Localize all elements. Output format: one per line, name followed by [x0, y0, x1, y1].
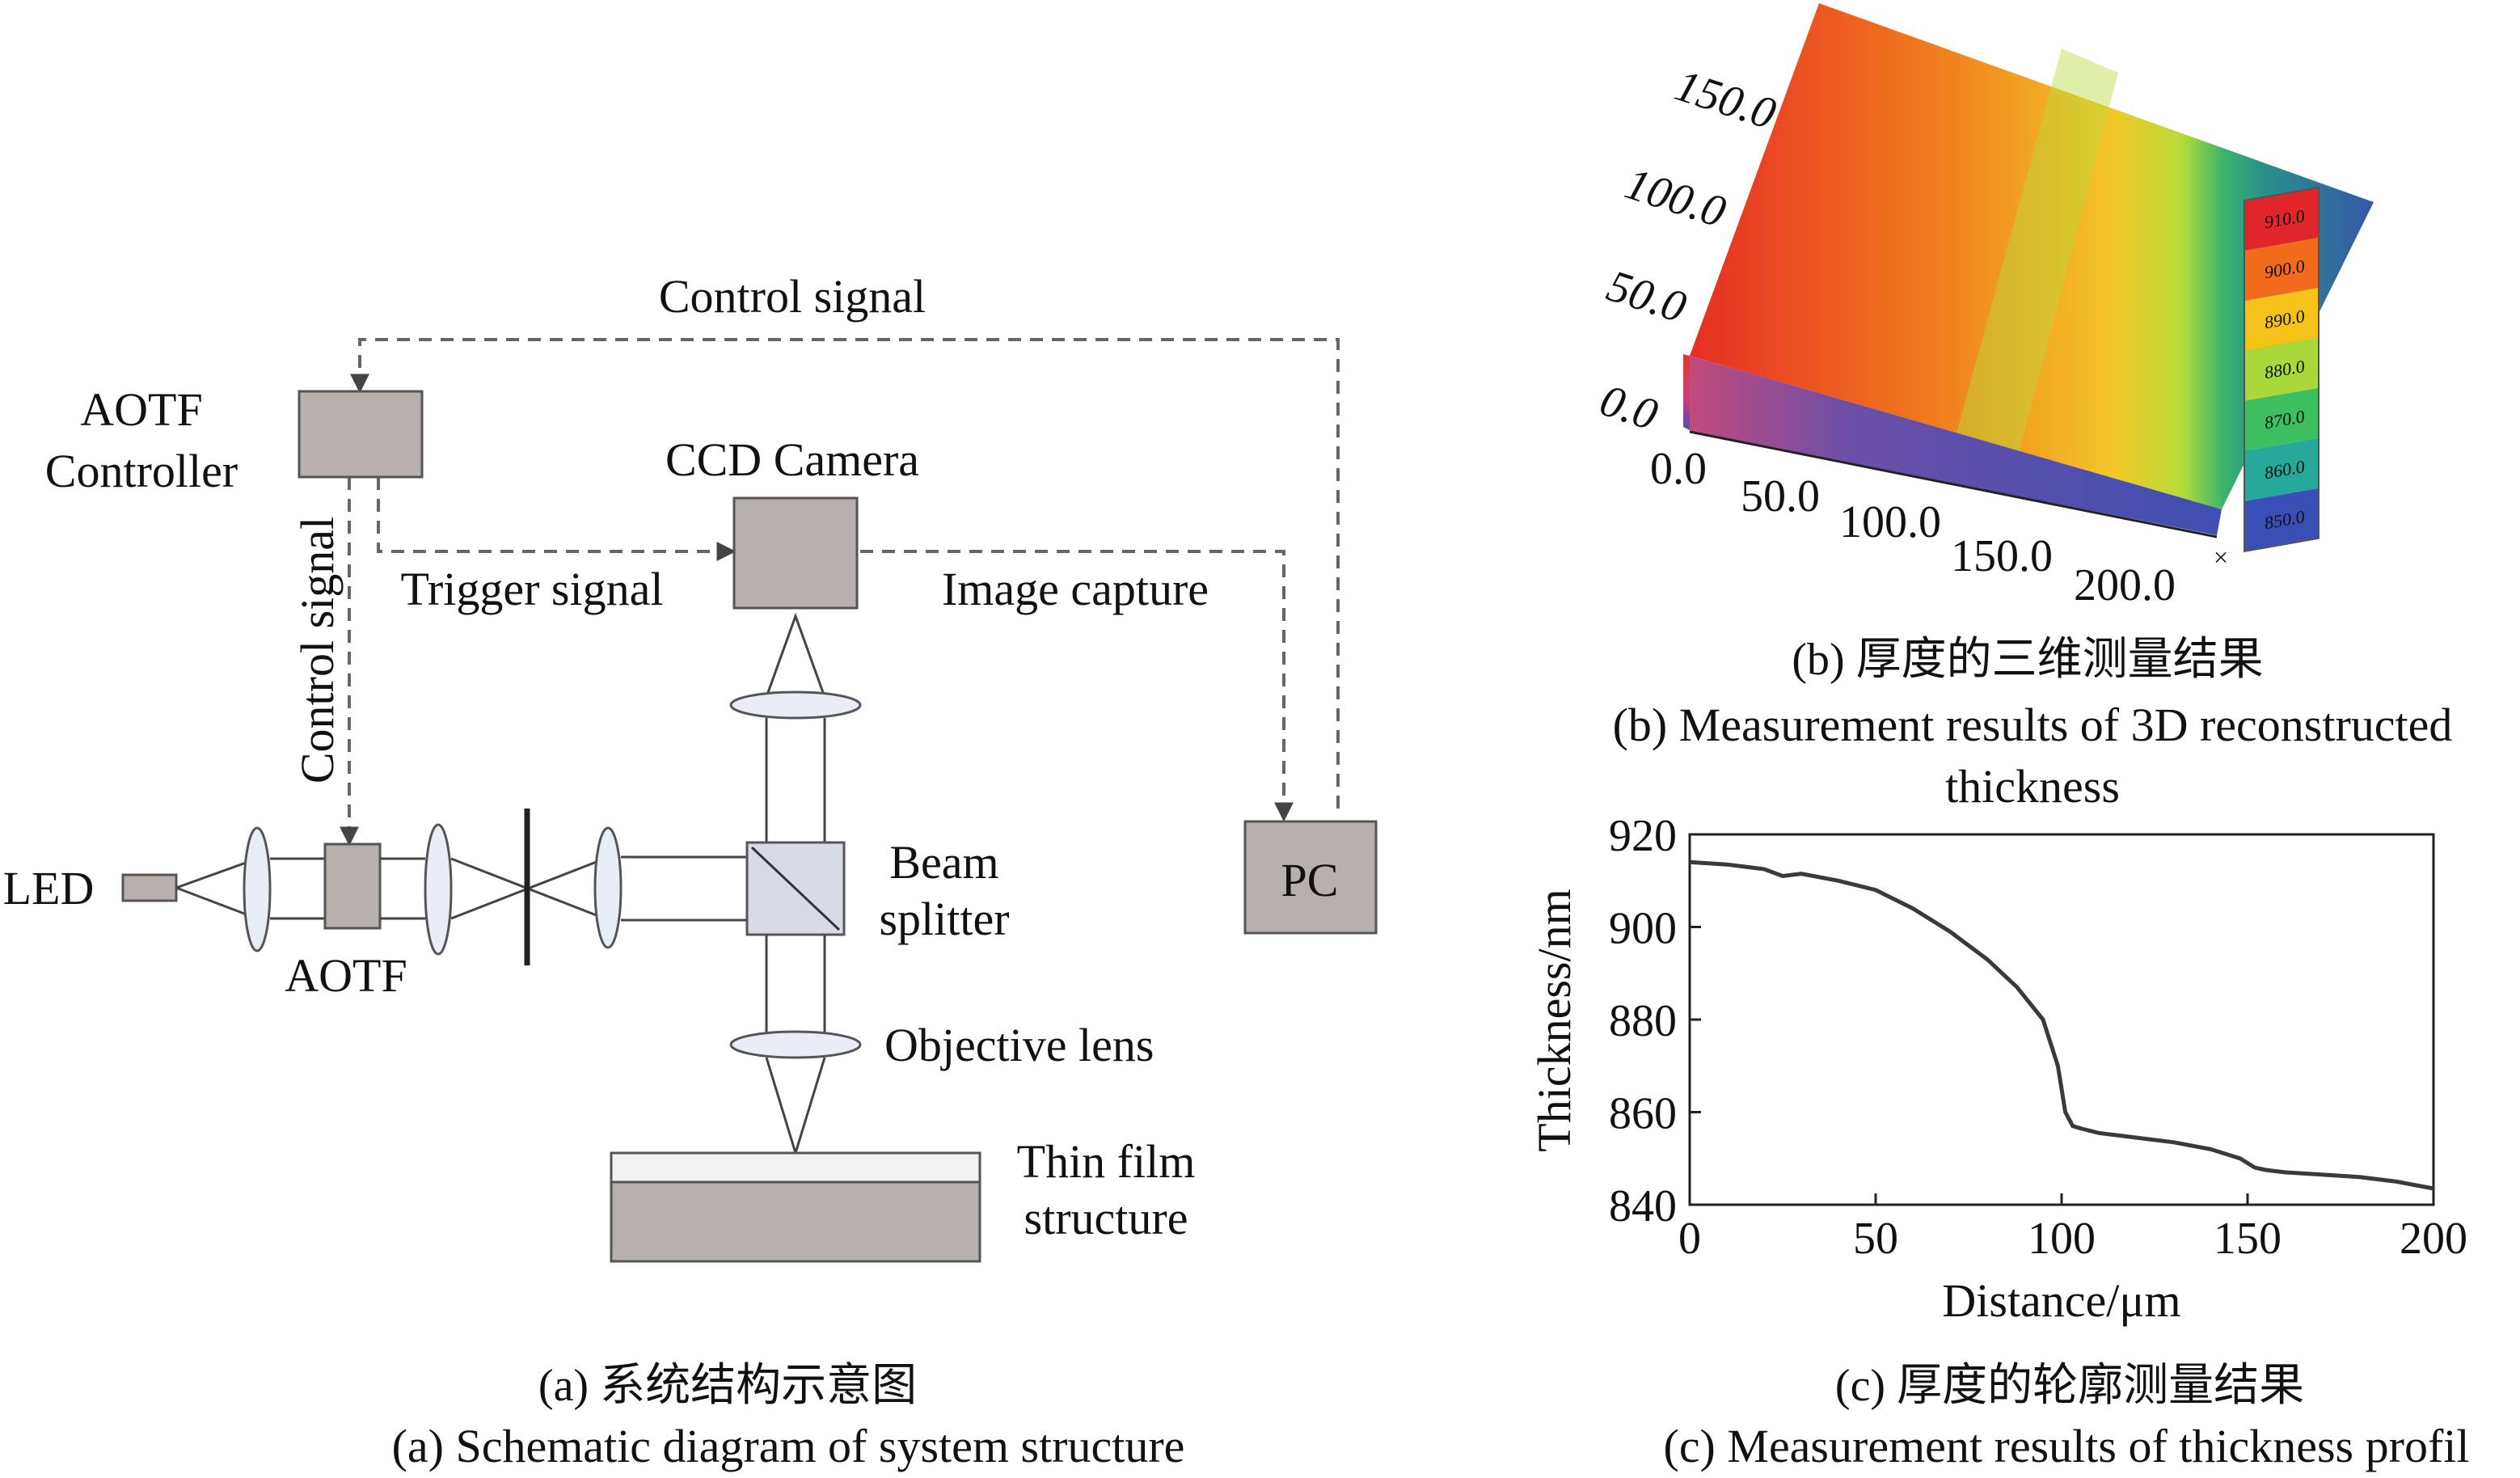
y-tick-label: 900 [1609, 904, 1677, 954]
surface-y-tick: 0.0 [1594, 375, 1664, 441]
control-signal-side-label: Control signal [291, 517, 344, 783]
lens-2 [424, 823, 453, 956]
colorbar-segment [2244, 488, 2319, 551]
ccd-camera-box [732, 496, 859, 610]
objective-lens-label: Objective lens [884, 1019, 1154, 1071]
x-tick-label: 50 [1853, 1214, 1898, 1264]
x-tick-label: 200 [2400, 1214, 2467, 1264]
surface-top [1690, 3, 2374, 509]
image-capture-label: Image capture [942, 563, 1209, 615]
thickness-profile-line [1689, 859, 2434, 1191]
surface-step-edge [1947, 49, 2118, 488]
profile-x-axis-label: Distance/μm [1942, 1274, 2180, 1327]
pc-label: PC [1281, 854, 1339, 906]
aotf-controller-label-line2: Controller [45, 445, 238, 497]
objective-focus-cone [765, 1057, 826, 1158]
surface-y-tick: 150.0 [1669, 60, 1782, 139]
surface-x-axis-ticks: 0.0 50.0 100.0 150.0 200.0 [1650, 444, 2176, 610]
lens-3 [593, 826, 623, 949]
colorbar-segment [2244, 337, 2319, 401]
thin-film-label-line1: Thin film [1017, 1135, 1196, 1188]
led-box [121, 873, 178, 902]
y-tick-label: 920 [1609, 811, 1677, 861]
ccd-camera-label: CCD Camera [665, 433, 919, 486]
aotf-label: AOTF [285, 949, 407, 1002]
schematic-caption-cn: (a) 系统结构示意图 [538, 1361, 917, 1411]
aotf-box [323, 842, 382, 930]
control-signal-top-label: Control signal [659, 270, 926, 323]
upper-lens [729, 690, 862, 720]
y-tick-label: 860 [1609, 1089, 1677, 1139]
axis-cross-mark: × [2214, 543, 2228, 572]
beam-splitter-diagonal [750, 846, 841, 931]
surface-caption-en-line1: (b) Measurement results of 3D reconstruc… [1613, 699, 2453, 751]
colorbar-frame [2244, 186, 2319, 553]
surface-x-tick: 100.0 [1839, 497, 1941, 547]
beam-splitter-label-line1: Beam [889, 836, 998, 889]
colorbar-segment [2244, 187, 2319, 251]
schematic-diagram: Control signal AOTF Controller Control s… [3, 270, 1378, 1472]
thin-film-layer [610, 1151, 981, 1184]
plot-frame [1688, 833, 2435, 1206]
beam-splitter-label-line2: splitter [879, 893, 1009, 945]
profile-caption-en: (c) Measurement results of thickness pro… [1664, 1420, 2470, 1472]
surface-x-tick: 50.0 [1741, 471, 1820, 522]
image-capture-dashed-line [860, 550, 1294, 822]
surface-caption-cn: (b) 厚度的三维测量结果 [1792, 635, 2263, 685]
objective-lens [729, 1030, 862, 1059]
surface-x-tick: 150.0 [1951, 531, 2053, 581]
led-label: LED [3, 862, 95, 914]
surface-left-face [1683, 354, 1690, 430]
surface-y-tick: 100.0 [1619, 158, 1732, 238]
colorbar-segment [2244, 437, 2319, 501]
lens-1 [243, 826, 272, 952]
control-signal-dashed-loop [350, 338, 1340, 809]
surface-x-tick: 0.0 [1650, 444, 1707, 494]
profile-y-axis-label: Thickness/nm [1528, 889, 1581, 1151]
substrate-layer [610, 1180, 981, 1263]
surface-base-axis [1689, 430, 2218, 538]
camera-cone [765, 612, 826, 698]
pc-box [1243, 820, 1378, 935]
x-tick-label: 0 [1678, 1214, 1701, 1264]
led-cone [175, 857, 258, 920]
aotf-controller-label-line1: AOTF [80, 383, 202, 436]
surface-x-tick: 200.0 [2074, 560, 2176, 610]
y-tick-label: 840 [1609, 1181, 1677, 1231]
y-tick-label: 880 [1609, 996, 1677, 1046]
profile-ticks: 0 50 100 150 200 840 860 880 900 920 [1609, 811, 2467, 1264]
surface-y-tick: 50.0 [1601, 260, 1691, 332]
aotf-controller-box [298, 390, 424, 479]
colorbar-segment [2244, 387, 2319, 451]
trigger-signal-dashed-line [377, 477, 737, 561]
x-tick-label: 150 [2214, 1214, 2282, 1264]
surface-caption-en-line2: thickness [1945, 760, 2120, 813]
thin-film-label-line2: structure [1024, 1192, 1188, 1244]
trigger-signal-label: Trigger signal [401, 563, 664, 615]
schematic-caption-en: (a) Schematic diagram of system structur… [392, 1420, 1185, 1472]
colorbar-segment [2244, 237, 2319, 301]
colorbar-segment [2244, 287, 2319, 351]
x-tick-label: 100 [2028, 1214, 2096, 1264]
surface-front-face [1690, 356, 2222, 535]
profile-caption-cn: (c) 厚度的轮廓测量结果 [1835, 1361, 2304, 1411]
